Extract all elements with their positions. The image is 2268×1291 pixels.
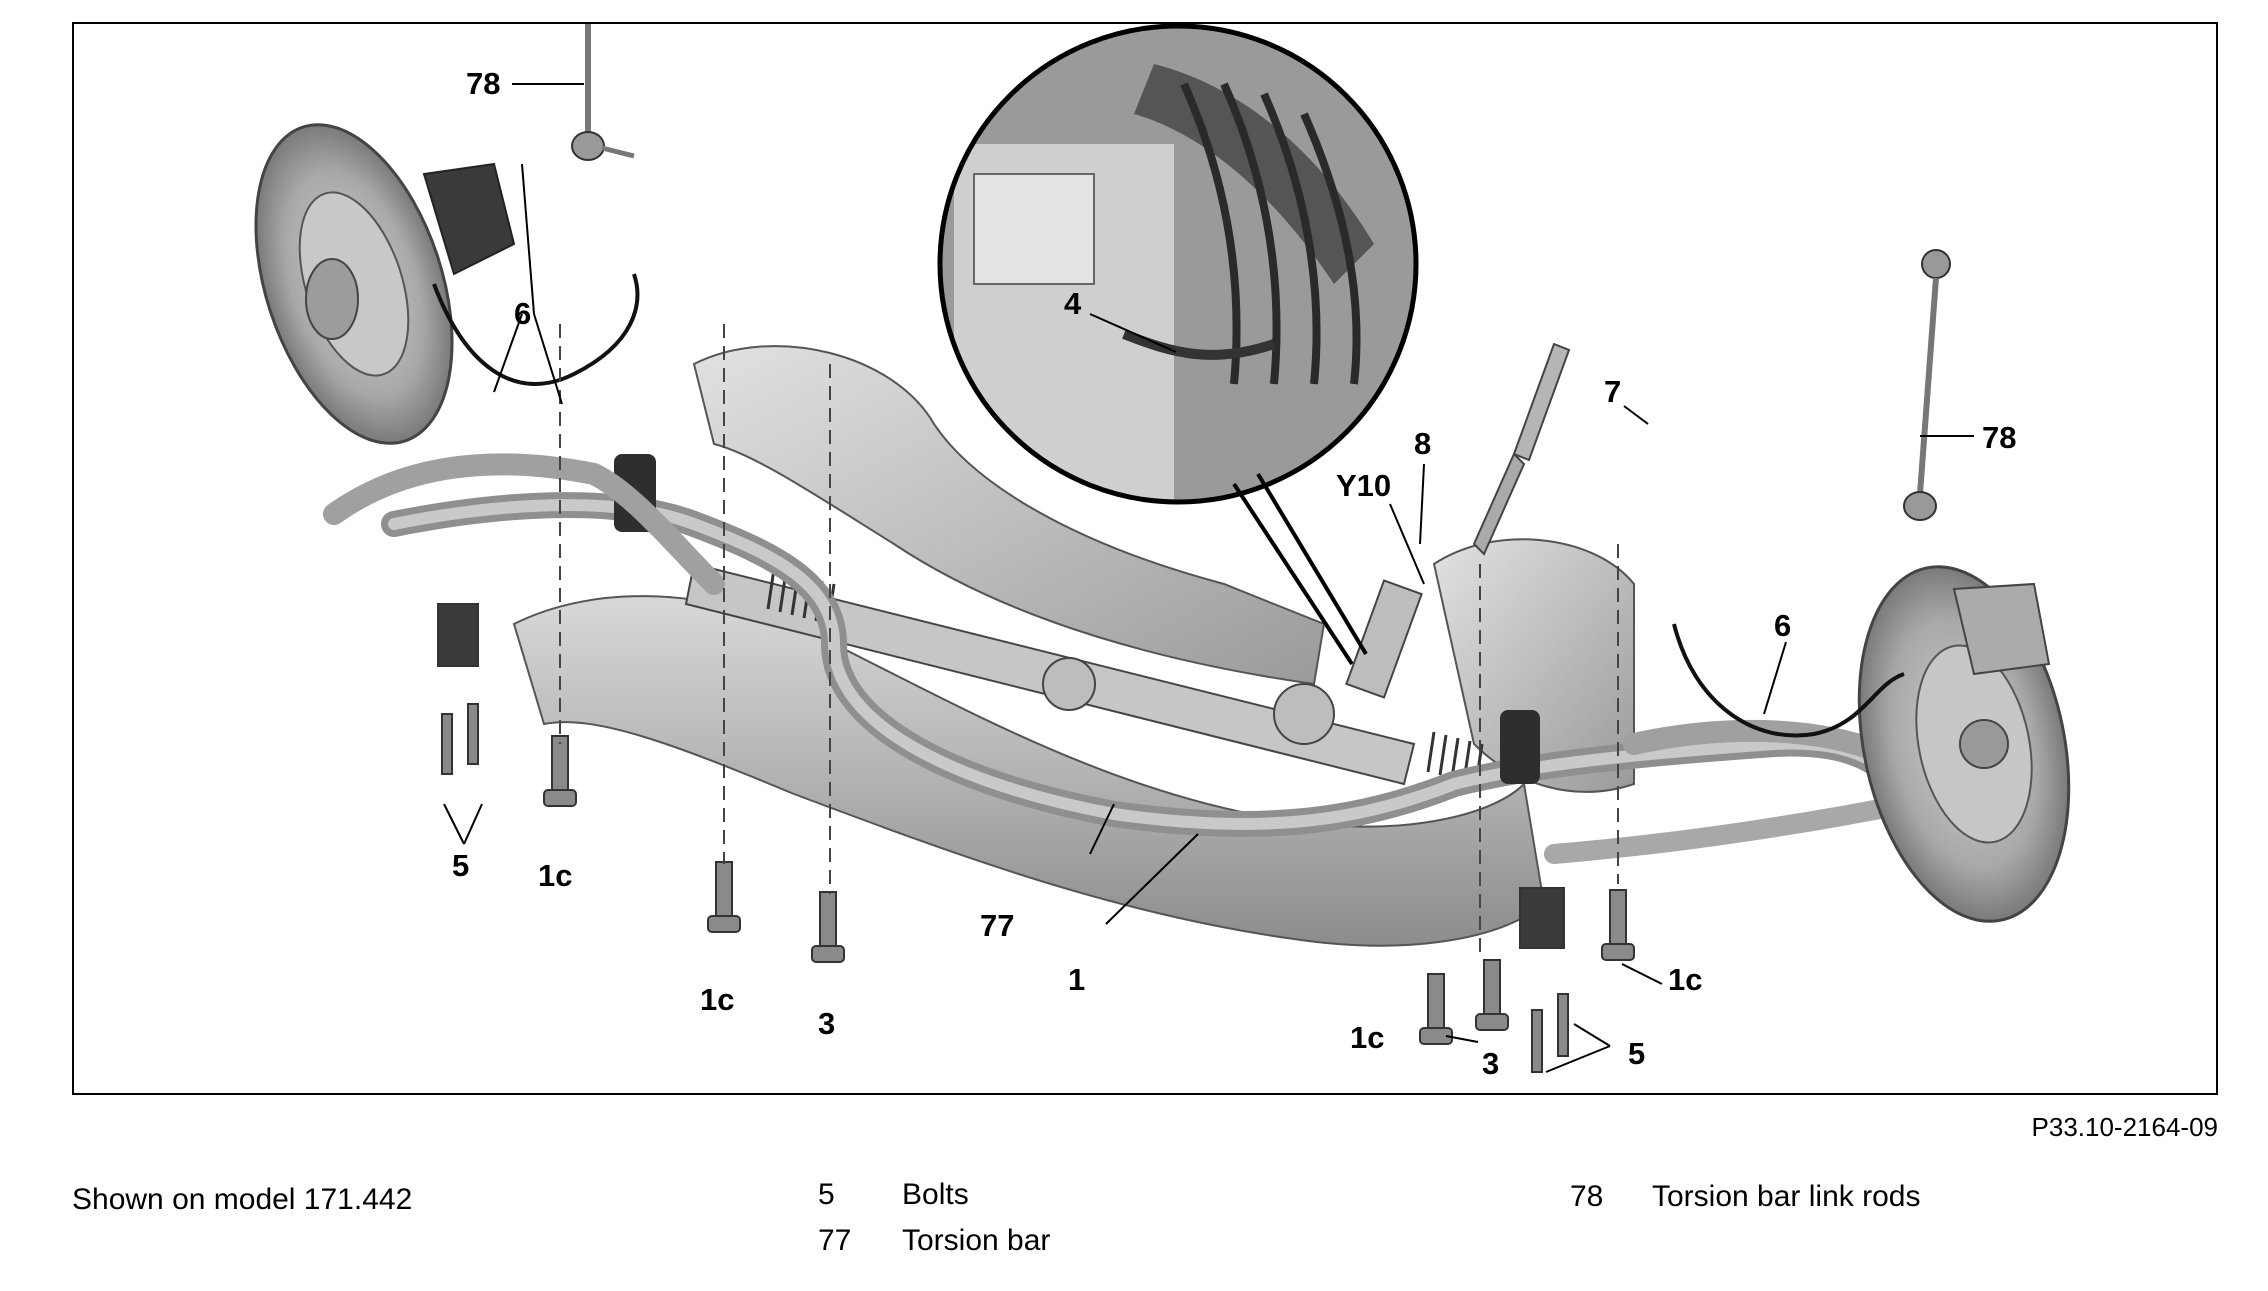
leader-lines (443, 83, 1974, 1073)
control-arm-left (323, 453, 725, 595)
callout-6-right: 6 (1774, 608, 1791, 643)
callout-77: 77 (980, 908, 1014, 943)
callout-78-right: 78 (1982, 420, 2016, 455)
brake-disc-right (1857, 565, 2071, 923)
diagram-frame: 78 6 4 7 8 Y10 78 6 5 1c 1c 3 77 1 1c 3 … (72, 22, 2218, 1095)
legend-number: 77 (818, 1224, 852, 1257)
legend-number: 78 (1570, 1180, 1604, 1213)
callout-3-right: 3 (1482, 1046, 1499, 1081)
legend-number: 5 (818, 1178, 835, 1211)
callout-5-left: 5 (452, 848, 469, 883)
mounting-axes (559, 324, 1619, 954)
steering-shaft-upper (1512, 342, 1571, 462)
callout-1: 1 (1068, 962, 1085, 997)
link-rod-left (571, 24, 635, 161)
callout-1c-a: 1c (538, 858, 572, 893)
callout-y10: Y10 (1336, 468, 1391, 503)
legend-text: Torsion bar link rods (1652, 1180, 1921, 1213)
link-rod-right (1903, 249, 1951, 521)
mounting-bolts (437, 603, 1635, 1073)
torsion-bar-bushing-right (1500, 710, 1540, 784)
callout-6-left: 6 (514, 296, 531, 331)
figure-code: P33.10-2164-09 (2031, 1112, 2218, 1142)
callout-7: 7 (1604, 374, 1621, 409)
callout-1c-b: 1c (700, 982, 734, 1017)
steering-gear (684, 562, 1484, 786)
brake-disc-left (254, 123, 516, 445)
callout-1c-d: 1c (1668, 962, 1702, 997)
callout-8: 8 (1414, 426, 1431, 461)
legend-text: Torsion bar (902, 1224, 1051, 1257)
callout-3-left: 3 (818, 1006, 835, 1041)
callout-labels: 78 6 4 7 8 Y10 78 6 5 1c 1c 3 77 1 1c 3 … (452, 66, 2016, 1081)
callout-5-right: 5 (1628, 1036, 1645, 1071)
callout-1c-c: 1c (1350, 1020, 1384, 1055)
axle-crossmember (512, 345, 1635, 947)
legend-text: Bolts (902, 1178, 969, 1211)
front-axle-illustration: 78 6 4 7 8 Y10 78 6 5 1c 1c 3 77 1 1c 3 … (254, 24, 2071, 1081)
detail-magnifier (937, 24, 1419, 666)
model-caption: Shown on model 171.442 (72, 1183, 413, 1216)
callout-4: 4 (1064, 286, 1082, 321)
callout-78-left: 78 (466, 66, 500, 101)
steering-shaft (1472, 452, 1526, 556)
